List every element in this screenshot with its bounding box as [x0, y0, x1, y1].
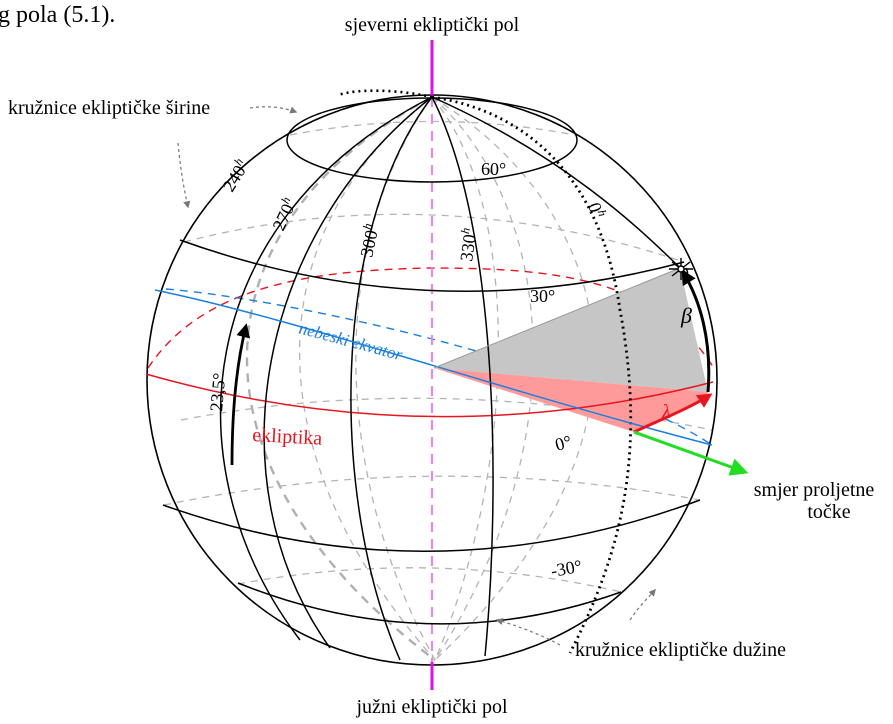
vernal-direction-arrow: [633, 430, 749, 476]
meridian-270: [263, 96, 433, 649]
longitude-callout-arrow-2: [629, 588, 656, 621]
beta-wedge: [434, 268, 708, 392]
lat-30-label: 30°: [530, 286, 555, 306]
svg-text:330h: 330h: [454, 227, 480, 263]
lon-300-label: 300h: [354, 222, 382, 259]
lon-270-label: 270h: [267, 194, 301, 233]
lat-60-label: 60°: [481, 159, 506, 179]
obliquity-label: 23,5°: [206, 372, 229, 412]
hidden-meridian-thick: [245, 95, 436, 661]
lat-m30-label: -30°: [549, 556, 583, 581]
meridian-0h: [431, 95, 633, 654]
lon-240-label: 240h: [217, 155, 253, 195]
lambda-label: λ: [661, 401, 671, 423]
latitude-callout-arrow-2: [177, 142, 191, 209]
meridian-240: [219, 96, 433, 641]
lon-0-label: 0h: [584, 199, 610, 220]
top-text-fragment: g pola (5.1).: [0, 2, 115, 28]
lat-0-label: 0°: [553, 431, 574, 455]
lambda-wedge: [434, 368, 708, 432]
longitude-callout-arrow: [495, 618, 561, 646]
svg-text:0h: 0h: [584, 199, 610, 220]
north-pole-label: sjeverni ekliptički pol: [345, 14, 520, 36]
beta-label: β: [680, 303, 692, 328]
star-marker: [669, 258, 693, 280]
ecliptic-label: ekliptika: [252, 424, 323, 450]
svg-text:270h: 270h: [267, 194, 301, 233]
svg-text:300h: 300h: [354, 222, 382, 259]
beta-arc-arrow: [681, 269, 711, 393]
obliquity-arrow: [230, 323, 251, 466]
celestial-equator: [154, 289, 713, 446]
south-pole-label: južni ekliptički pol: [355, 696, 508, 718]
vernal-direction-label-1: smjer proljetne: [754, 479, 875, 501]
equator-label: nebeski ekvator: [297, 319, 405, 365]
meridian-300: [350, 96, 433, 661]
vernal-direction-label-2: točke: [807, 501, 850, 523]
beta-edge: [433, 267, 681, 369]
svg-text:240h: 240h: [217, 155, 253, 195]
lon-330-label: 330h: [454, 227, 480, 263]
longitude-circles-label: kružnice ekliptičke dužine: [575, 639, 786, 661]
latitude-circles-label: kružnice ekliptičke širine: [8, 97, 210, 119]
meridian-330: [431, 96, 494, 657]
latitude-callout-arrow: [249, 106, 298, 114]
lambda-arc-arrow: [633, 393, 713, 434]
